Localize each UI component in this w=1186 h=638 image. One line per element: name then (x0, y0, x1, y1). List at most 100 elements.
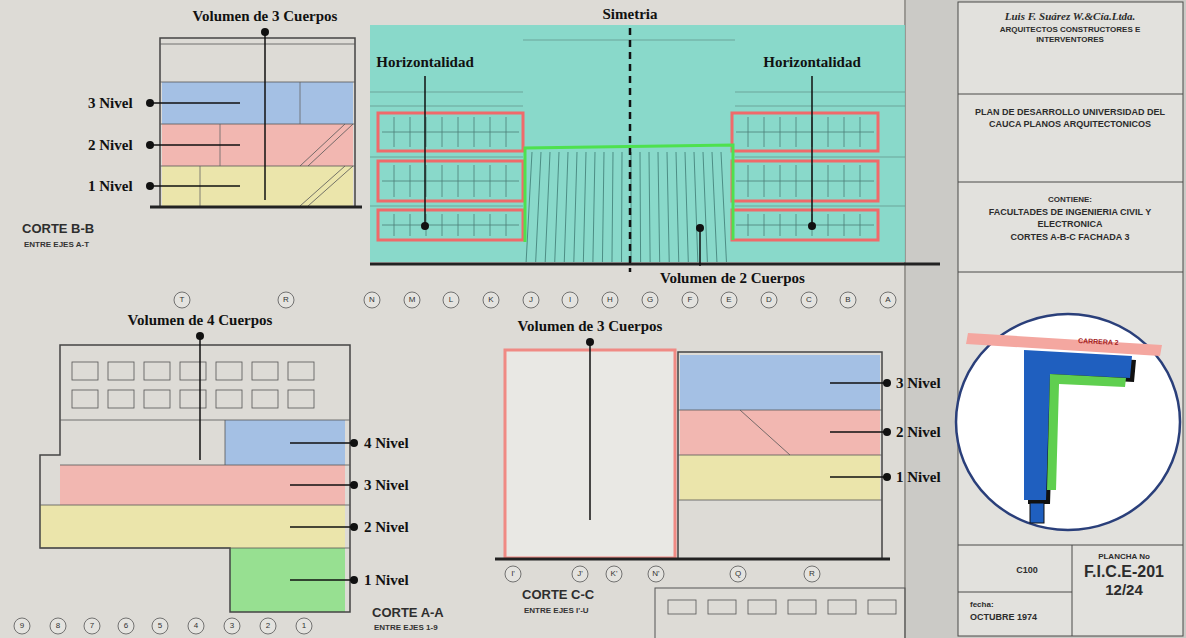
axis-bubble (721, 292, 737, 308)
annotation-label: 1 Nivel (88, 178, 133, 195)
axis-label: D (766, 296, 772, 304)
facade-fins (583, 152, 586, 262)
window (108, 390, 134, 408)
window (828, 600, 856, 614)
axis-bubble (730, 566, 746, 582)
facade-fins (526, 152, 726, 262)
window (748, 600, 776, 614)
annotation-label: Simetria (603, 6, 658, 23)
annotation-label: Volumen de 3 Cuerpos (518, 318, 663, 335)
window (736, 132, 874, 133)
axis-label: 3 (230, 622, 234, 630)
axis-bubble (443, 292, 459, 308)
title-block-text: PLAN DE DESARROLLO UNIVERSIDAD DEL CAUCA… (971, 107, 1169, 130)
annotation-label: Volumen de 2 Cuerpos (660, 270, 805, 287)
window (736, 181, 874, 182)
section-a-a (290, 443, 354, 580)
window (72, 390, 98, 408)
facade-fins (712, 152, 717, 262)
axis-label: F (688, 296, 693, 304)
key-plan (1047, 374, 1126, 490)
facade-fins (694, 152, 698, 262)
annotation-label: 3 Nivel (88, 95, 133, 112)
annotation-label: 2 Nivel (896, 424, 941, 441)
window (108, 362, 134, 380)
axis-bubble (364, 292, 380, 308)
facade (808, 222, 816, 230)
axis-bubble (260, 618, 276, 634)
section-b-b (300, 124, 353, 206)
section-subtitle: ENTRE EJES 1-9 (374, 623, 438, 632)
title-block-text: PLANCHA No (1076, 552, 1172, 562)
section-a-a (199, 336, 201, 460)
title-block-text: CONTIENE: (971, 195, 1169, 205)
title-block-text: 12/24 (1076, 581, 1172, 599)
window (216, 390, 242, 408)
annotation-label: 2 Nivel (88, 137, 133, 154)
axis-bubble (188, 618, 204, 634)
title-block-frame (958, 592, 1072, 593)
axis-bubble (14, 618, 30, 634)
section-title: CORTE A-A (372, 606, 444, 621)
section-subtitle: ENTRE EJES I'-U (524, 606, 589, 615)
facade-fins (658, 152, 660, 262)
title-block-text: FACULTADES DE INGENIERIA CIVIL Y ELECTRO… (971, 207, 1169, 230)
section-c-c (495, 558, 890, 561)
facade (421, 222, 429, 230)
window (216, 362, 242, 380)
window (180, 362, 206, 380)
section-b-b (150, 206, 362, 209)
axis-label: Q (735, 570, 741, 578)
facade (370, 263, 940, 266)
title-block-text: OCTUBRE 1974 (970, 612, 1066, 624)
axis-label: K (488, 296, 493, 304)
title-block-frame (958, 182, 1183, 183)
axis-label: L (449, 296, 453, 304)
axis-bubble (602, 292, 618, 308)
axis-label: 4 (194, 622, 198, 630)
sheet-number-box: PLANCHA NoF.I.C.E-20112/24 (1074, 550, 1174, 606)
facade-fins (555, 152, 559, 262)
facade (370, 40, 905, 206)
axis-bubble (880, 292, 896, 308)
axis-bubble (840, 292, 856, 308)
horizontal-band-outline (732, 113, 878, 151)
axis-bubble (152, 618, 168, 634)
annotation-label: 3 Nivel (896, 375, 941, 392)
date-cell: fecha:OCTUBRE 1974 (968, 598, 1068, 628)
section-title: CORTE B-B (22, 222, 94, 237)
facade-fins (640, 152, 642, 262)
window (736, 225, 874, 226)
section-b-b (264, 32, 266, 200)
annotation-label: 3 Nivel (364, 477, 409, 494)
facade (424, 76, 426, 226)
axis-bubble (562, 292, 578, 308)
title-panel (905, 0, 1186, 638)
axis-bubble (404, 292, 420, 308)
project-box: PLAN DE DESARROLLO UNIVERSIDAD DEL CAUCA… (968, 102, 1172, 136)
section-subtitle: ENTRE EJES A-T (24, 240, 89, 249)
axis-label: B (845, 296, 850, 304)
axis-label: G (647, 296, 653, 304)
facade (811, 76, 813, 226)
axis-label: H (607, 296, 613, 304)
key-plan (1024, 350, 1132, 500)
window (180, 390, 206, 408)
axis-bubble (50, 618, 66, 634)
axis-label: I (569, 296, 571, 304)
key-plan (956, 314, 1180, 530)
axis-label: 5 (158, 622, 162, 630)
axis-label: R (809, 570, 815, 578)
annotation-label: 4 Nivel (364, 435, 409, 452)
section-b-b (146, 28, 362, 207)
axis-bubble (648, 566, 664, 582)
facade-fins (721, 152, 726, 262)
section-c-c (830, 383, 887, 477)
section-b-b (150, 103, 240, 186)
window (788, 600, 816, 614)
axis-bubble (14, 292, 896, 634)
axis-label: E (726, 296, 731, 304)
key-plan (956, 314, 1180, 530)
window (288, 362, 314, 380)
